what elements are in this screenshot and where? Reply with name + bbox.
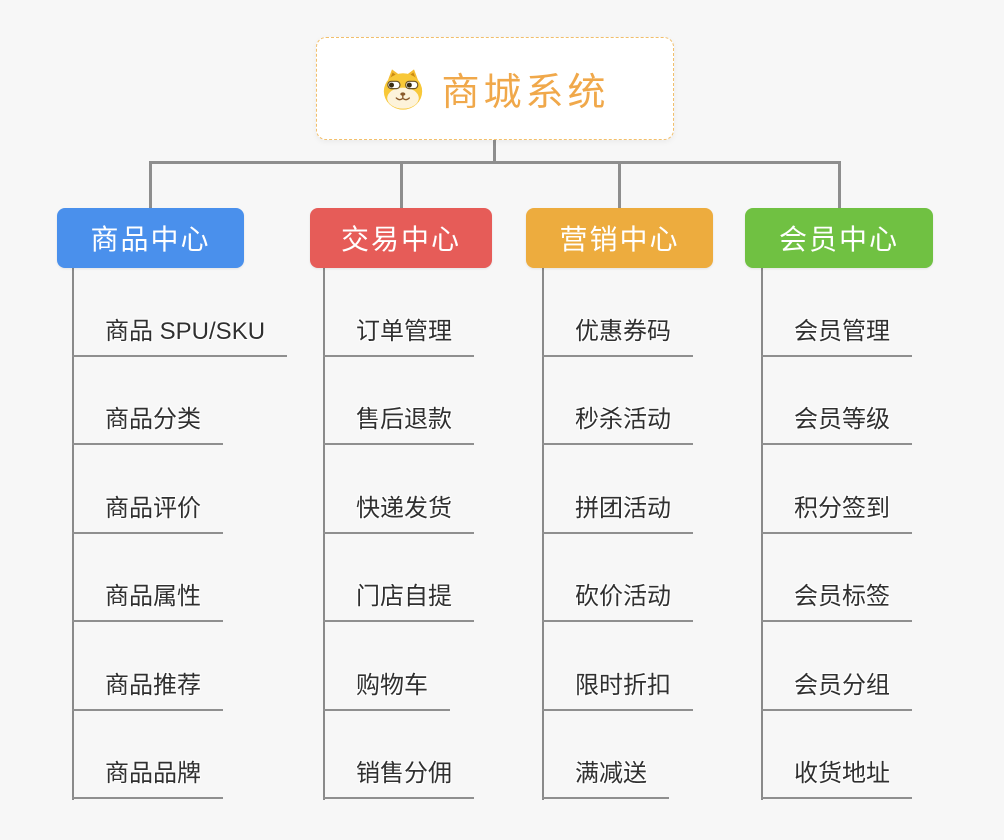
mindmap-item[interactable]: 商品推荐 bbox=[72, 670, 223, 711]
mindmap-item[interactable]: 收货地址 bbox=[761, 758, 912, 799]
trunk-line-trade bbox=[323, 268, 325, 800]
trunk-line-marketing bbox=[542, 268, 544, 800]
drop-line-marketing bbox=[618, 161, 621, 209]
branch-bus-line bbox=[149, 161, 841, 164]
mindmap-item[interactable]: 商品评价 bbox=[72, 493, 223, 534]
mindmap-item[interactable]: 优惠券码 bbox=[542, 316, 693, 357]
mindmap-item[interactable]: 快递发货 bbox=[323, 493, 474, 534]
mindmap-item[interactable]: 秒杀活动 bbox=[542, 404, 693, 445]
mindmap-item[interactable]: 商品 SPU/SKU bbox=[72, 316, 288, 357]
branch-label: 会员中心 bbox=[778, 224, 899, 255]
branch-node-marketing[interactable]: 营销中心 bbox=[526, 208, 713, 268]
mindmap-item[interactable]: 满减送 bbox=[542, 758, 669, 799]
doge-icon bbox=[380, 67, 426, 111]
mindmap-item[interactable]: 订单管理 bbox=[323, 316, 474, 357]
mindmap-item[interactable]: 购物车 bbox=[323, 670, 450, 711]
trunk-line-member bbox=[761, 268, 763, 800]
mindmap-item[interactable]: 商品属性 bbox=[72, 581, 223, 622]
mindmap-item[interactable]: 门店自提 bbox=[323, 581, 474, 622]
mindmap-item[interactable]: 积分签到 bbox=[761, 493, 912, 534]
drop-line-member bbox=[838, 161, 841, 209]
mindmap-item[interactable]: 商品品牌 bbox=[72, 758, 223, 799]
mindmap-item[interactable]: 拼团活动 bbox=[542, 493, 693, 534]
mindmap-item[interactable]: 会员等级 bbox=[761, 404, 912, 445]
trunk-line-product bbox=[72, 268, 74, 800]
mindmap-item[interactable]: 限时折扣 bbox=[542, 670, 693, 711]
root-connector-line bbox=[493, 140, 496, 164]
mindmap-item[interactable]: 售后退款 bbox=[323, 404, 474, 445]
mindmap-item[interactable]: 商品分类 bbox=[72, 404, 223, 445]
branch-node-member[interactable]: 会员中心 bbox=[745, 208, 933, 268]
branch-label: 营销中心 bbox=[559, 224, 680, 255]
mindmap-item[interactable]: 砍价活动 bbox=[542, 581, 693, 622]
mindmap-item[interactable]: 会员分组 bbox=[761, 670, 912, 711]
drop-line-product bbox=[149, 161, 152, 209]
mindmap-item[interactable]: 销售分佣 bbox=[323, 758, 474, 799]
branch-label: 商品中心 bbox=[90, 224, 211, 255]
root-node[interactable]: 商城系统 bbox=[316, 37, 674, 140]
mindmap-item[interactable]: 会员标签 bbox=[761, 581, 912, 622]
drop-line-trade bbox=[400, 161, 403, 209]
mindmap-item[interactable]: 会员管理 bbox=[761, 316, 912, 357]
branch-node-trade[interactable]: 交易中心 bbox=[310, 208, 492, 268]
root-node-label: 商城系统 bbox=[441, 72, 610, 114]
branch-node-product[interactable]: 商品中心 bbox=[57, 208, 244, 268]
branch-label: 交易中心 bbox=[340, 224, 461, 255]
